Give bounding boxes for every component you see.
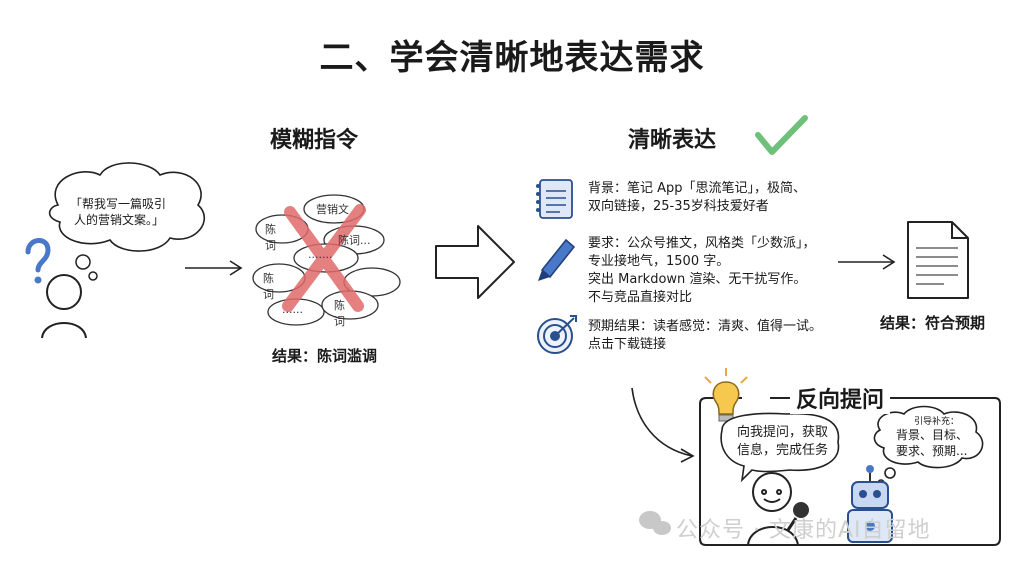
person-speech-line: 向我提问，获取 [737,425,829,440]
cloud-word: 陈词 [334,299,345,328]
microphone-icon [786,502,809,531]
robot-thought-bubble [873,405,984,487]
cloud-word: ...... [282,303,303,316]
robot-thought-line: 要求、预期... [896,444,968,458]
document-icon [907,221,969,299]
cloud-word: 陈词 [265,223,276,252]
robot-icon [847,465,893,543]
background-line: 背景：笔记 App「思流笔记」，极简、 [588,181,807,196]
lightbulb-icon [704,368,748,422]
notepad-icon [536,179,573,219]
pen-icon [538,238,576,281]
cloud-word: 营销文 [316,203,349,216]
robot-thought-line: 背景、目标、 [896,428,969,442]
person-figure [41,274,87,339]
target-icon [537,315,577,354]
vague-result: 结果：陈词滥调 [272,347,378,365]
requirement-line: 专业接地气，1500 字。 [588,254,730,269]
requirement-line: 突出 Markdown 渲染、无干扰写作。 [588,272,807,287]
big-arrow [435,225,515,299]
bubble-line: 「帮我写一篇吸引 [70,197,167,211]
curved-arrow [631,387,695,463]
thought-bubble [48,162,206,281]
reverse-heading: 反向提问 [790,382,891,414]
background-line: 双向链接，25-35岁科技爱好者 [588,199,769,214]
page-title: 二、学会清晰地表达需求 [319,38,705,78]
watermark: 公众号 · 文康的AI自留地 [676,518,931,543]
robot-label: 引导补充： [914,417,960,427]
bubble-line: 人的营销文案。」 [74,213,165,227]
wechat-icon [639,511,671,535]
expected-line: 预期结果：读者感觉：清爽、值得一试。 [588,319,823,334]
checkmark-icon [755,115,808,155]
clear-heading: 清晰表达 [628,128,717,153]
requirement-line: 要求：公众号推文，风格类「少数派」， [588,236,816,251]
reverse-panel [699,397,1001,546]
expected-line: 点击下载链接 [588,337,667,352]
question-icon [25,238,51,284]
arrow-to-cloud [185,260,243,276]
person-speech-line: 信息，完成任务 [737,443,829,458]
person-figure-speaking [747,472,799,546]
cloud-word: ....... [308,248,333,261]
person-speech-bubble [720,412,840,483]
requirement-line: 不与竞品直接对比 [588,290,693,305]
cross-mark [282,204,366,312]
clear-result: 结果：符合预期 [880,314,986,332]
arrow-to-document [838,254,896,270]
cloud-word: 陈词 [263,272,274,301]
cloud-word: 陈词... [338,234,371,247]
vague-heading: 模糊指令 [270,128,359,153]
